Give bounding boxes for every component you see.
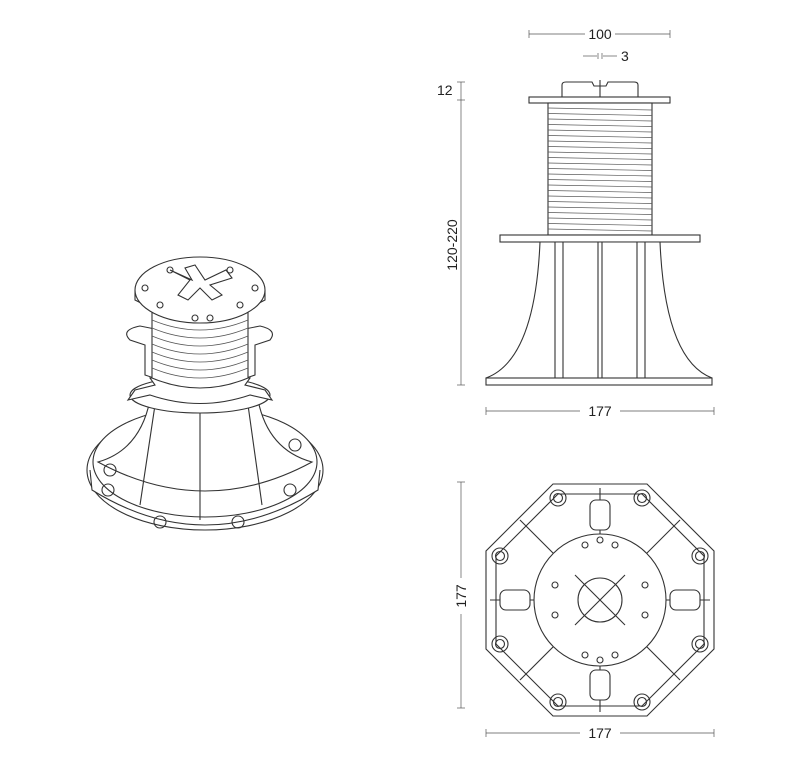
base-hole [691,547,709,565]
thread-line [547,146,653,149]
thread-line [547,217,653,221]
base-hole [636,492,648,504]
dimension-lines [457,30,715,737]
thread-line [547,201,653,204]
base-hole [494,638,506,650]
thread-line [547,173,653,177]
cap-hole [641,581,649,589]
thread-line [547,223,653,226]
base-hole [636,696,648,708]
thread-line [547,107,653,111]
base-hole [552,492,564,504]
thread-line [547,129,653,133]
thread-line [547,124,653,127]
base-holes [101,438,302,529]
thread-line [547,184,653,188]
cap-hole [596,656,604,664]
base-hole [494,550,506,562]
height-range-label: 120-220 [444,219,460,271]
thread-line [547,157,653,160]
cap-hole [581,651,589,659]
isometric-view [86,256,324,531]
top-width-label: 177 [588,725,612,741]
thread-line [547,140,653,144]
base-hole [491,635,509,653]
base-hole [549,489,567,507]
thread-line [547,113,653,116]
thread-line [547,228,653,232]
top-view [485,483,715,717]
base-hole [633,693,651,711]
side-view [485,80,713,386]
thread-line [547,162,653,166]
base-hole [552,696,564,708]
thread-line [547,212,653,215]
thread-line [547,179,653,182]
cap-hole [611,651,619,659]
thread-line [547,118,653,122]
base-hole [549,693,567,711]
base-hole [694,638,706,650]
cap-height-label: 12 [437,82,453,98]
base-hole [633,489,651,507]
base-hole [491,547,509,565]
cap-hole [641,611,649,619]
cap-hole [551,581,559,589]
thread-line [547,206,653,210]
cap-hole [551,611,559,619]
top-view-tabs [499,499,701,701]
side-thread [547,107,653,232]
thread-line [547,135,653,138]
cap-hole [581,541,589,549]
thread-line [547,151,653,155]
cap-hole [596,536,604,544]
cap-width-label: 100 [588,26,612,42]
top-view-holes [491,489,709,711]
top-height-label: 177 [453,584,469,608]
cap-hole [611,541,619,549]
slot-width-label: 3 [621,48,629,64]
base-hole [694,550,706,562]
thread-line [547,190,653,193]
base-hole [691,635,709,653]
side-base-width-label: 177 [588,403,612,419]
thread-line [547,195,653,199]
thread-line [547,168,653,171]
